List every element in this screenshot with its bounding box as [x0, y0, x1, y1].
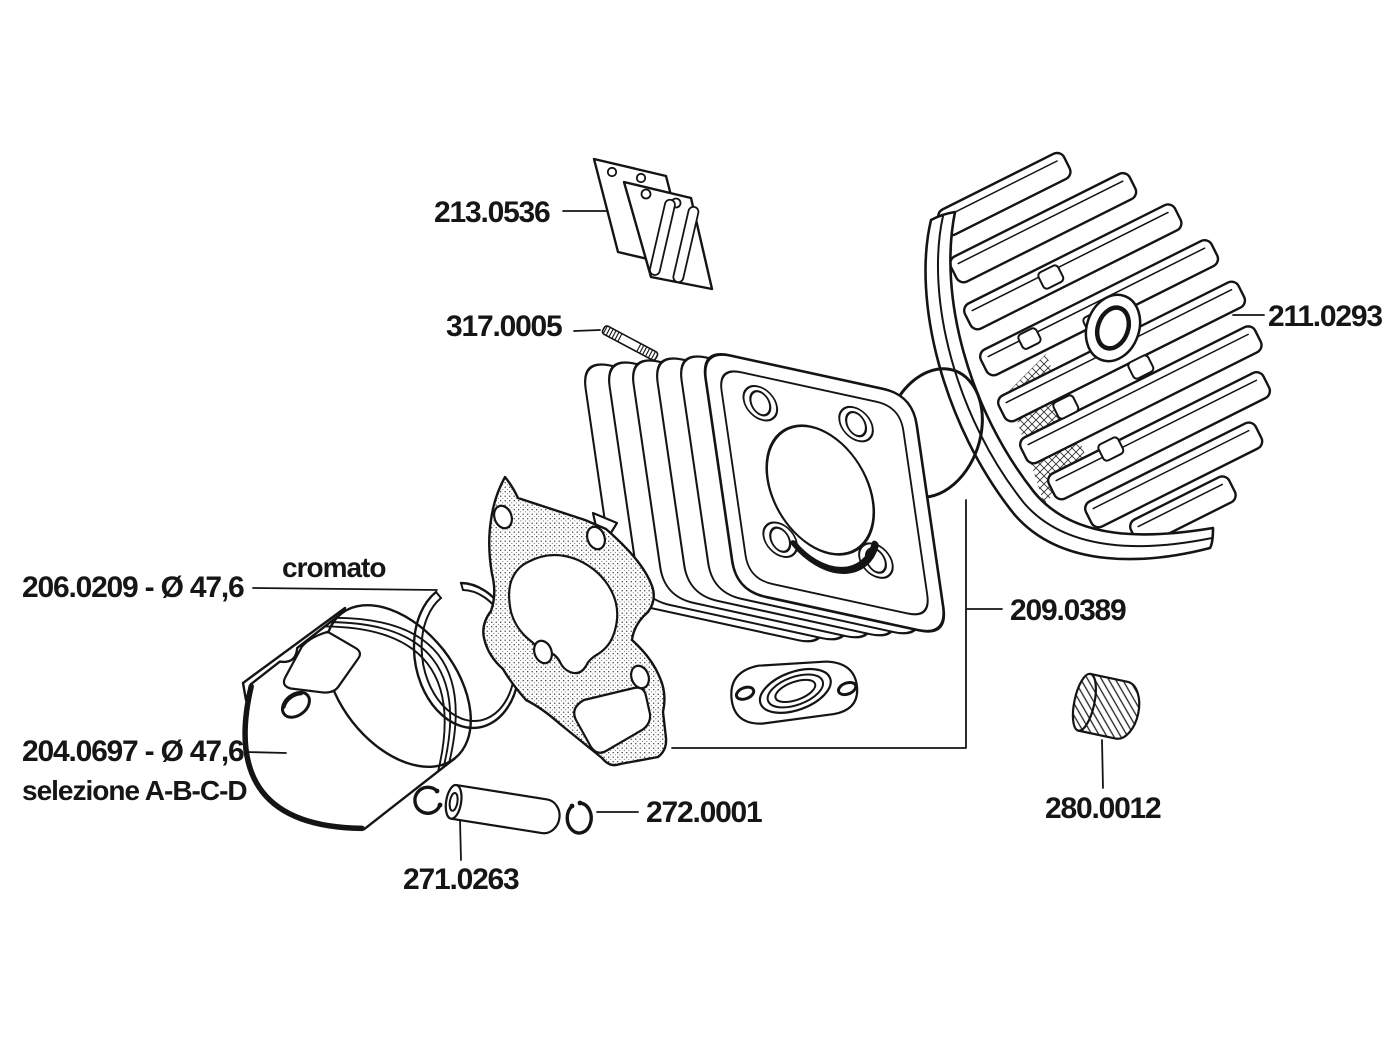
exhaust-flange: [730, 660, 859, 725]
label-piston-note: selezione A-B-C-D: [22, 775, 247, 806]
label-cylinder-head: 211.0293: [1268, 300, 1382, 333]
label-circlip: 272.0001: [646, 796, 762, 829]
label-piston-pin: 271.0263: [403, 863, 519, 896]
leader-lines: [245, 210, 1265, 861]
label-piston: 204.0697 - Ø 47,6: [22, 735, 244, 768]
label-needle-bearing: 280.0012: [1045, 792, 1161, 825]
leader-stud: [573, 329, 601, 332]
label-reed-valves: 213.0536: [434, 196, 550, 229]
stud-icon: [601, 325, 659, 361]
piston: [241, 603, 472, 832]
label-piston-ring-note: cromato: [282, 552, 386, 583]
labels: 213.0536 317.0005 211.0293 206.0209 - Ø …: [22, 196, 1384, 896]
cylinder-head: [924, 151, 1272, 561]
head-base-band: [924, 210, 1215, 561]
reed-petals: [592, 157, 714, 291]
gasket-lower-opening: [573, 686, 652, 754]
piston-pin: [444, 783, 561, 835]
leader-piston-ring: [252, 587, 438, 591]
leader-needle-bearing: [1101, 739, 1104, 789]
label-stud: 317.0005: [446, 310, 562, 343]
base-gasket: [482, 475, 668, 767]
cylinder-face: [703, 353, 946, 633]
circlip-left: [413, 785, 443, 815]
spark-plug-boss: [1084, 293, 1142, 363]
leader-piston-pin: [459, 819, 462, 861]
cylinder-bore: [765, 424, 876, 556]
piston-crown: [324, 603, 472, 769]
cylinder: [584, 353, 946, 725]
leader-piston: [245, 751, 287, 754]
label-gasket-set: 209.0389: [1010, 594, 1126, 627]
circlip-right: [565, 800, 593, 835]
needle-bearing: [1071, 672, 1141, 740]
piston-skirt-window: [282, 630, 362, 694]
label-piston-ring: 206.0209 - Ø 47,6: [22, 571, 244, 604]
leader-gasket-set: [671, 499, 1003, 749]
